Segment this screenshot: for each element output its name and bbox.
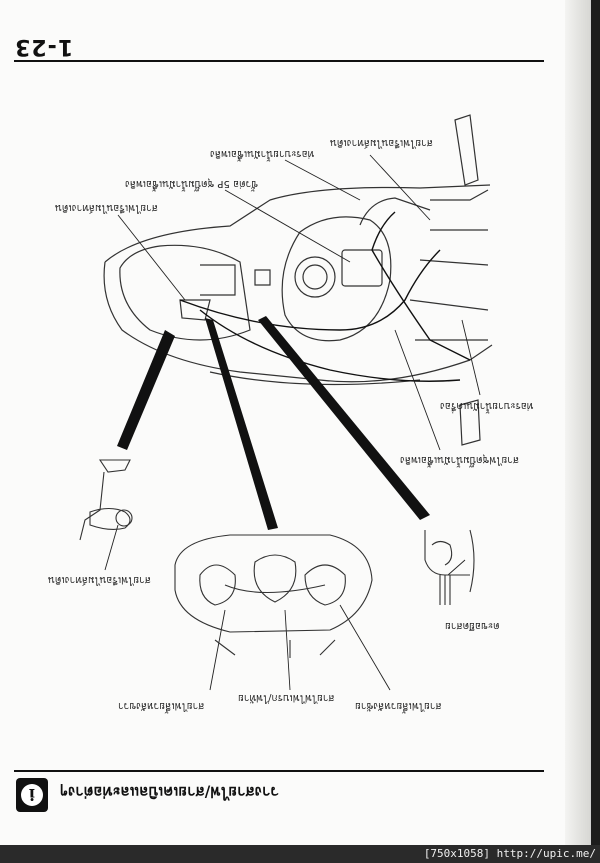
- info-icon: i: [16, 778, 48, 812]
- footer-strip: [0, 845, 600, 863]
- label-speedo-cable: สายไฟเรือนไมล์ทางเดิน: [55, 202, 158, 213]
- footer-rule: [14, 770, 544, 772]
- label-clamp: ตะขอยึดสาย: [445, 620, 500, 631]
- label-inset-left: สายไฟเลี้ยวหลังขวา: [118, 700, 205, 711]
- callout-pointers: [117, 316, 430, 530]
- inset-speedo-drawing: [79, 459, 133, 541]
- inset-clamp-drawing: [424, 529, 475, 605]
- label-fuel-pump-hose: ท่อระบายน้ำมันเชื้อเพลิง: [210, 148, 315, 159]
- manual-page: [0, 0, 591, 845]
- header-rule: [14, 60, 544, 62]
- label-main-cable: สายไฟเรือนไมล์ทางเดิน: [330, 137, 433, 148]
- inset-taillight-drawing: [174, 534, 373, 658]
- cable-routes: [179, 211, 471, 382]
- label-inset-mid: สายไฟไฟเบรก/ไฟท้าย: [238, 692, 335, 703]
- leader-lines: [104, 154, 481, 691]
- label-inset-right: สายไฟเลี้ยวหลังซ้าย: [355, 700, 442, 711]
- footer-source: [750x1058] http://upic.me/: [423, 847, 596, 860]
- scooter-frame-drawing: [103, 114, 493, 446]
- section-title: วางสายไฟ/สายเคเบิลและท่อต่างๆ: [60, 783, 279, 801]
- label-fuel-pump-wire: สายไฟชุดปั๊มน้ำมันเชื้อเพลิง: [400, 454, 520, 465]
- label-inset-speedo: สายไฟเรือนไมล์ทางเดิน: [48, 574, 151, 585]
- page-binding-edge: [565, 0, 590, 845]
- label-pump-connector: ขั้วต่อ 5P ชุดปั๊มน้ำมันเชื้อเพลิง: [125, 178, 259, 189]
- label-overflow-hose: ท่อระบายน้ำมันเครื่อง: [440, 400, 534, 411]
